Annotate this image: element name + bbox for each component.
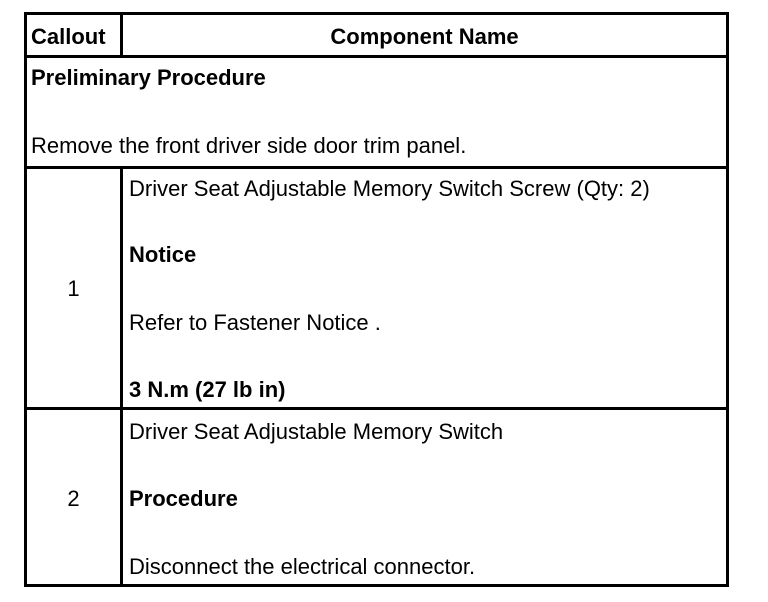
callout-number: 1	[67, 276, 80, 301]
procedure-text: Disconnect the electrical connector.	[129, 554, 476, 579]
procedure-table: Callout Component Name Preliminary Proce…	[24, 12, 729, 587]
component-name: Driver Seat Adjustable Memory Switch	[129, 419, 504, 444]
preliminary-text: Remove the front driver side door trim p…	[31, 133, 467, 158]
callout-column-header: Callout	[31, 24, 106, 49]
header-divider	[27, 55, 726, 58]
notice-title: Notice	[129, 242, 197, 267]
torque-spec: 3 N.m (27 lb in)	[129, 377, 286, 402]
preliminary-title: Preliminary Procedure	[31, 65, 266, 90]
rows-column-divider	[120, 166, 123, 587]
component-column-header: Component Name	[330, 24, 519, 49]
callout-number: 2	[67, 486, 80, 511]
component-name: Driver Seat Adjustable Memory Switch Scr…	[129, 176, 650, 201]
preliminary-divider	[27, 166, 726, 169]
procedure-title: Procedure	[129, 486, 238, 511]
notice-text: Refer to Fastener Notice .	[129, 310, 381, 335]
row-divider	[27, 407, 726, 410]
header-column-divider	[120, 15, 123, 55]
